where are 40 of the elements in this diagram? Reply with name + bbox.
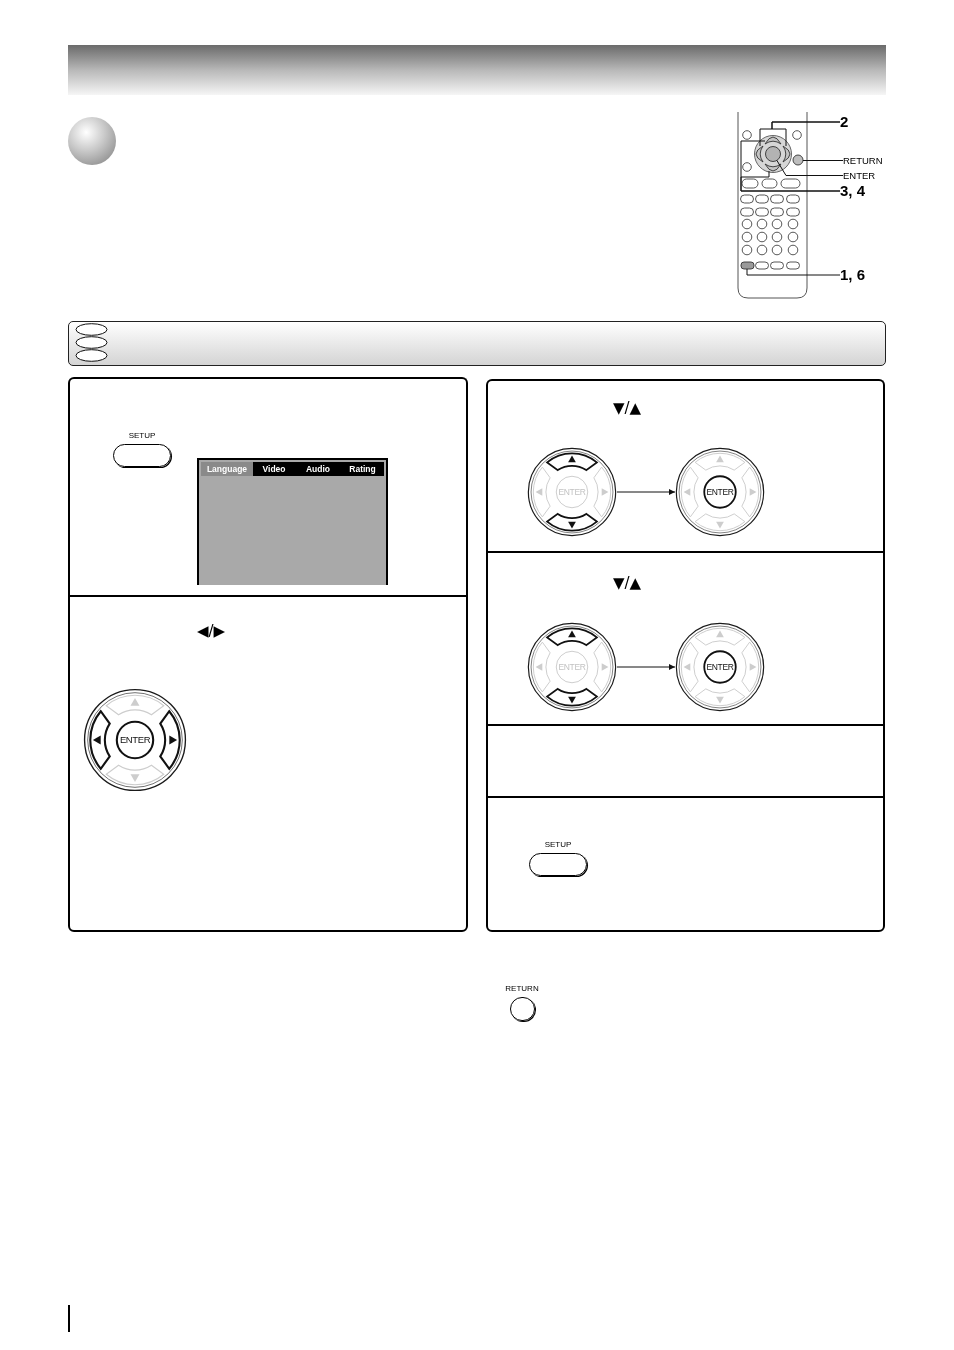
- callout-number: 3, 4: [840, 182, 866, 200]
- remote-enter-key: [765, 146, 781, 162]
- remote-return-key: [792, 154, 804, 166]
- step-section: [486, 551, 885, 724]
- key-symbols: ◀/▶: [197, 623, 226, 639]
- leader-line: [740, 170, 841, 192]
- menu-tab: Language: [201, 462, 253, 476]
- center-key-label: ENTER: [706, 662, 734, 672]
- key-symbols: ▼/▲: [613, 400, 642, 416]
- button-label: SETUP: [544, 840, 572, 850]
- callout-number: 2: [840, 113, 849, 131]
- callout-label: RETURN: [843, 154, 883, 167]
- step-section: [68, 377, 468, 595]
- remote-right-key: [782, 145, 791, 163]
- leader-line: [776, 159, 844, 176]
- center-key-label: ENTER: [706, 487, 734, 497]
- button-label: RETURN: [505, 984, 539, 994]
- step-section: [486, 379, 885, 551]
- menu-tab-label: Rating: [349, 464, 376, 474]
- remote-left-key: [755, 145, 764, 163]
- center-key-label: ENTER: [558, 662, 586, 672]
- menu-tab-label: Video: [262, 464, 286, 474]
- step-section: [486, 796, 885, 932]
- remote-setup-key: [740, 261, 755, 270]
- remote-up-key: [764, 136, 782, 145]
- arrow: [616, 489, 676, 495]
- arrow: [616, 664, 676, 670]
- callout-label: ENTER: [843, 169, 876, 182]
- tv-screen: [197, 458, 388, 585]
- center-key-label: ENTER: [558, 487, 586, 497]
- leader-line: [802, 160, 844, 161]
- center-key-label: ENTER: [119, 735, 151, 745]
- menu-tab-label: Audio: [305, 464, 331, 474]
- key-symbols: ▼/▲: [613, 575, 642, 591]
- step-section: [68, 595, 468, 932]
- step-section: [486, 724, 885, 796]
- callout-number: 1, 6: [840, 266, 866, 284]
- leader-line: [746, 268, 841, 276]
- button-label: SETUP: [128, 431, 156, 441]
- remote-down-key: [764, 163, 782, 172]
